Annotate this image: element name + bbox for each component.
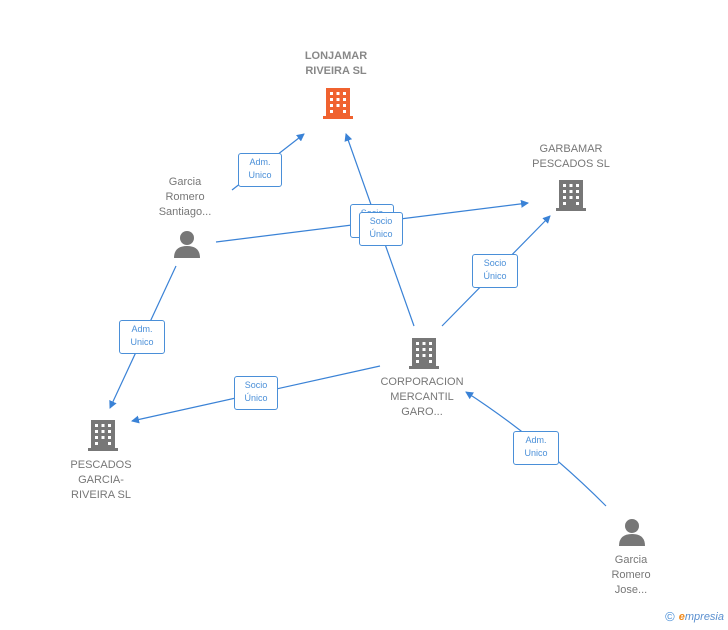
edge-label-line1: Adm. <box>131 324 153 334</box>
lonjamar-label[interactable]: LONJAMAR RIVEIRA SL <box>280 49 392 79</box>
garbamar-label-line2: PESCADOS SL <box>532 158 610 170</box>
edge-label-adm-jose-corporacion[interactable]: Adm. Unico <box>513 431 559 465</box>
garbamar-label-line1: GARBAMAR <box>539 143 603 155</box>
jose-label-line3: Jose... <box>614 584 648 596</box>
brand-name: empresia <box>679 611 724 623</box>
pescados-label-line2: GARCIA- <box>78 474 124 486</box>
edge-label-line1: Adm. <box>249 157 271 167</box>
edge-label-line2: Unico <box>524 448 548 458</box>
jose-person-icon[interactable] <box>619 519 645 546</box>
santiago-label-line2: Romero <box>165 191 205 203</box>
lonjamar-label-line1: LONJAMAR <box>304 50 368 62</box>
edge-label-line2: Único <box>244 393 268 403</box>
garbamar-building-icon[interactable] <box>556 180 586 211</box>
empresia-brand[interactable]: © empresia <box>665 609 724 624</box>
santiago-label[interactable]: Garcia Romero Santiago... <box>140 175 230 220</box>
pescados-label[interactable]: PESCADOS GARCIA- RIVEIRA SL <box>50 458 152 503</box>
lonjamar-label-line2: RIVEIRA SL <box>305 65 367 77</box>
jose-label-line1: Garcia <box>614 554 648 566</box>
jose-label[interactable]: Garcia Romero Jose... <box>590 553 672 598</box>
edge-label-line1: Adm. <box>525 435 547 445</box>
edge-label-socio-corporacion-lonjamar[interactable]: Socio Único <box>359 212 403 246</box>
edge-label-line1: Socio <box>244 380 268 390</box>
edge-label-socio-corporacion-garbamar[interactable]: Socio Único <box>472 254 518 288</box>
brand-e: e <box>678 610 685 623</box>
pescados-label-line3: RIVEIRA SL <box>71 489 131 501</box>
edge-label-adm-santiago-pescados[interactable]: Adm. Unico <box>119 320 165 354</box>
pescados-label-line1: PESCADOS <box>70 459 132 471</box>
edge-label-line2: Único <box>483 271 507 281</box>
corporacion-label-line1: CORPORACION <box>380 376 464 388</box>
edge-label-line1: Socio <box>483 258 507 268</box>
edge-label-line2: Unico <box>130 337 154 347</box>
corporacion-label-line2: MERCANTIL <box>390 391 454 403</box>
corporacion-label-line3: GARO... <box>401 406 443 418</box>
santiago-label-line1: Garcia <box>168 176 202 188</box>
corporacion-label[interactable]: CORPORACION MERCANTIL GARO... <box>366 375 478 420</box>
edge-label-line2: Unico <box>248 170 272 180</box>
main-company-building-icon[interactable] <box>322 86 354 120</box>
edge-label-line1: Socio <box>369 216 393 226</box>
brand-rest: mpresia <box>684 610 724 623</box>
santiago-person-icon[interactable] <box>174 231 200 258</box>
corporacion-building-icon[interactable] <box>409 338 439 369</box>
garbamar-label[interactable]: GARBAMAR PESCADOS SL <box>516 142 626 172</box>
santiago-label-line3: Santiago... <box>158 206 212 218</box>
pescados-building-icon[interactable] <box>88 420 118 451</box>
edge-label-line2: Único <box>369 229 393 239</box>
edge-label-adm-santiago-lonjamar[interactable]: Adm. Unico <box>238 153 282 187</box>
edge-label-socio-corporacion-pescados[interactable]: Socio Único <box>234 376 278 410</box>
jose-label-line2: Romero <box>611 569 651 581</box>
copyright-icon: © <box>665 609 675 624</box>
